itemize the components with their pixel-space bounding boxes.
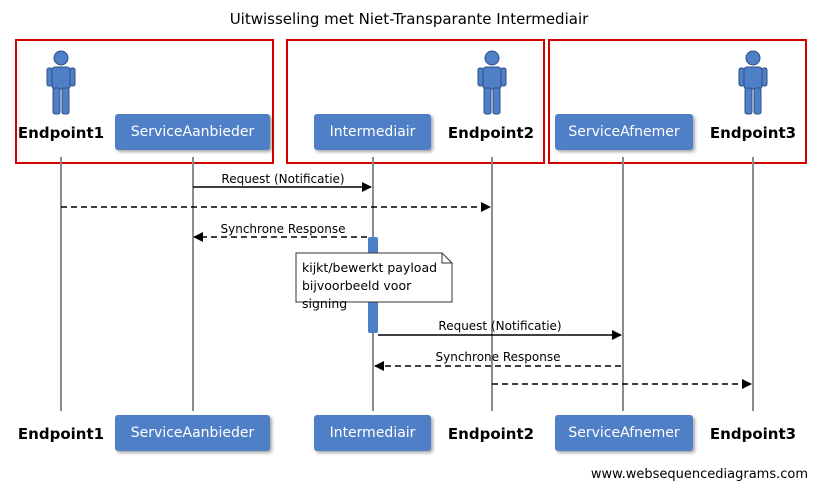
message-label-request-2: Request (Notificatie) <box>438 319 562 333</box>
message-label-response-1: Synchrone Response <box>220 222 346 236</box>
group-box-2 <box>286 39 545 164</box>
actor-icon <box>738 50 768 115</box>
participant-endpoint2-bottom: Endpoint2 <box>447 425 535 443</box>
participant-serviceafnemer-top: ServiceAfnemer <box>555 114 693 150</box>
participant-serviceaanbieder-top: ServiceAanbieder <box>115 114 270 150</box>
lifeline-endpoint3 <box>752 157 754 411</box>
lifeline-endpoint2 <box>491 157 493 411</box>
participant-endpoint3-top: Endpoint3 <box>709 124 797 142</box>
group-box-3 <box>548 39 807 164</box>
diagram-title: Uitwisseling met Niet-Transparante Inter… <box>229 10 589 28</box>
footer-credit: www.websequencediagrams.com <box>590 467 808 482</box>
participant-serviceafnemer-bottom: ServiceAfnemer <box>555 415 693 451</box>
note-shape <box>295 252 453 303</box>
message-label-request-1: Request (Notificatie) <box>221 172 345 186</box>
note-line-1: kijkt/bewerkt payload <box>302 260 438 275</box>
actor-icon <box>477 50 507 115</box>
lifeline-serviceaanbieder <box>192 157 194 411</box>
note-line-2: bijvoorbeeld voor signing <box>302 278 412 311</box>
participant-endpoint2-top: Endpoint2 <box>447 124 535 142</box>
lifeline-serviceafnemer <box>622 157 624 411</box>
participant-intermediair-top: Intermediair <box>314 114 431 150</box>
participant-endpoint3-bottom: Endpoint3 <box>709 425 797 443</box>
lifeline-endpoint1 <box>60 157 62 411</box>
message-label-response-2: Synchrone Response <box>435 350 561 364</box>
note-text: kijkt/bewerkt payload bijvoorbeeld voor … <box>302 259 450 313</box>
group-box-1 <box>15 39 274 164</box>
participant-endpoint1-bottom: Endpoint1 <box>17 425 105 443</box>
participant-endpoint1-top: Endpoint1 <box>17 124 105 142</box>
actor-icon <box>46 50 76 115</box>
participant-serviceaanbieder-bottom: ServiceAanbieder <box>115 415 270 451</box>
participant-intermediair-bottom: Intermediair <box>314 415 431 451</box>
